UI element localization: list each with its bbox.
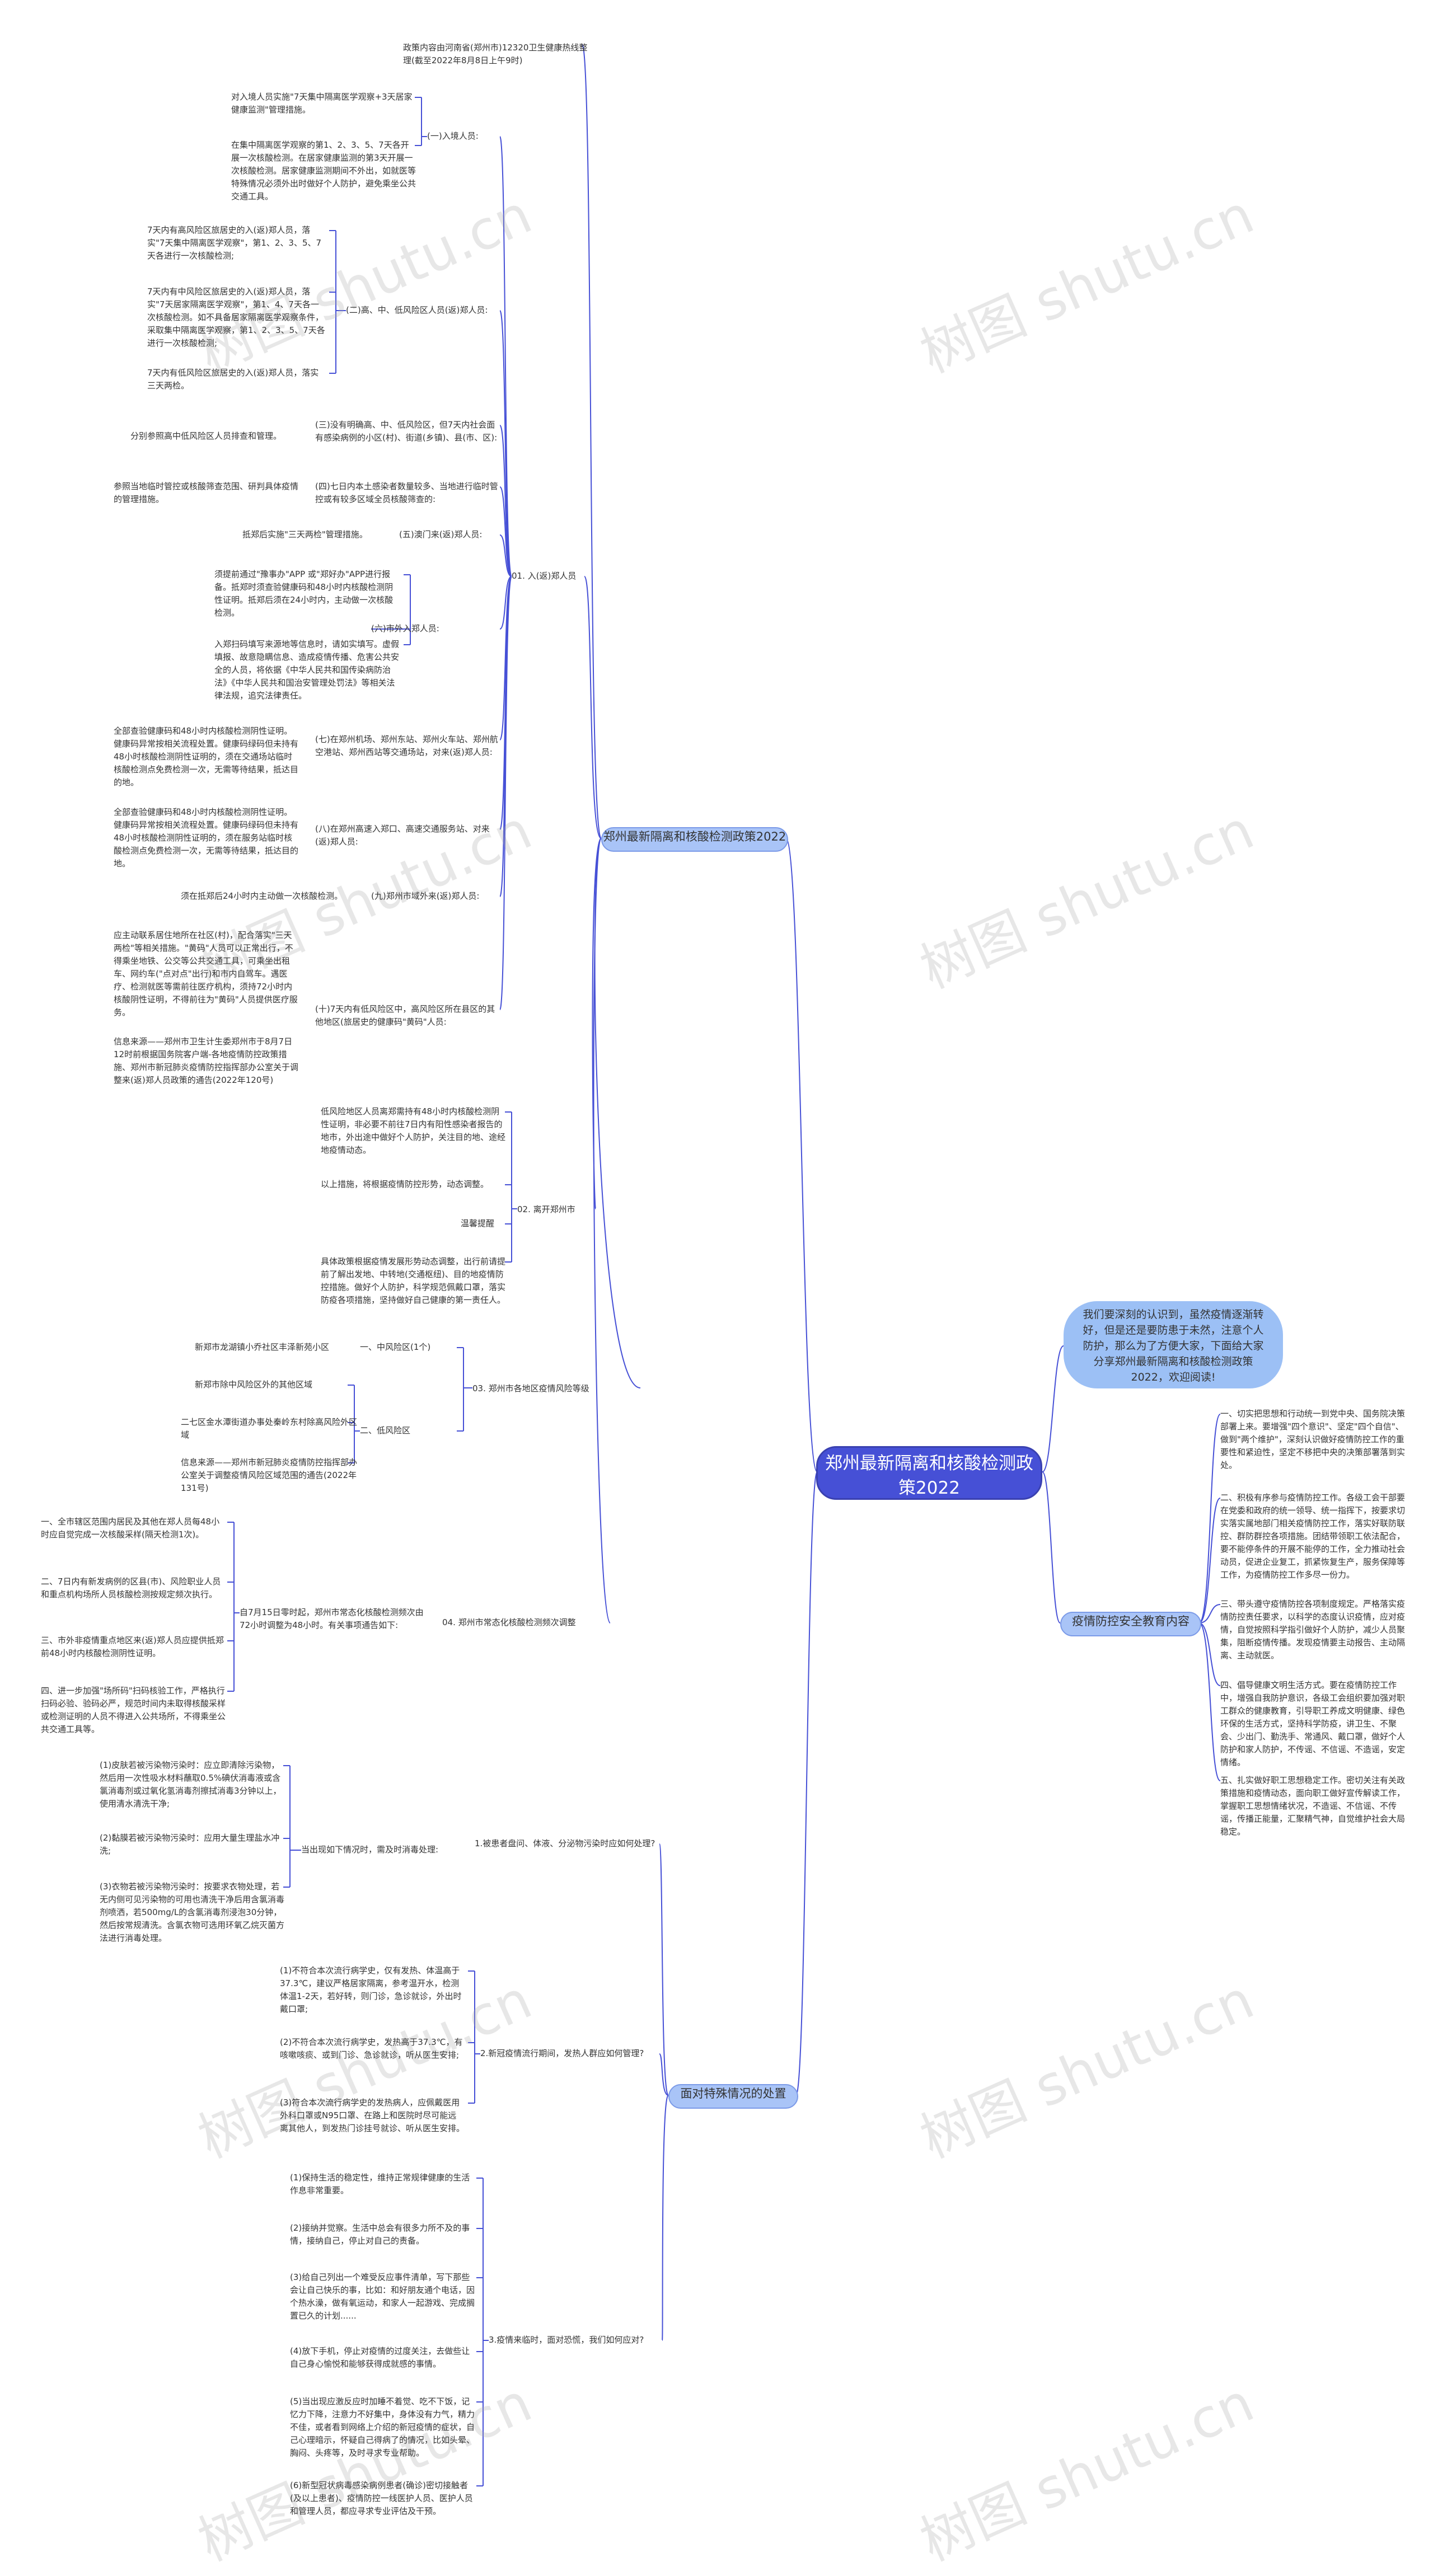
special-contamination-item: (1)皮肤若被污染物污染时：应立即清除污染物，然后用一次性吸水材料蘸取0.5%碘… bbox=[100, 1760, 282, 1809]
special-panic-item: (5)当出现应激反应时加睡不着觉、吃不下饭，记忆力下降，注意力不好集中，身体没有… bbox=[290, 2396, 475, 2458]
policy-source-note: 政策内容由河南省(郑州市)12320卫生健康热线整理(截至2022年8月8日上午… bbox=[403, 43, 588, 65]
special-panic-item: (1)保持生活的稳定性，维持正常规律健康的生活作息非常重要。 bbox=[290, 2173, 470, 2195]
connector bbox=[499, 486, 512, 577]
connector bbox=[582, 44, 602, 839]
group-risk-area-item: 7天内有高风险区旅居史的入(返)郑人员，落实"7天集中隔离医学观察"，第1、2、… bbox=[147, 225, 322, 261]
connector bbox=[659, 2053, 669, 2096]
group-stations-item: 全部查验健康码和48小时内核酸检测阴性证明。健康码异常按相关流程处置。健康码绿码… bbox=[114, 726, 299, 787]
connector bbox=[499, 310, 512, 577]
connector bbox=[1198, 1604, 1221, 1624]
section-risk-levels[interactable]: 03. 郑州市各地区疫情风险等级 bbox=[472, 1383, 589, 1393]
group-stations-label[interactable]: (七)在郑州机场、郑州东站、郑州火车站、郑州航空港站、郑州西站等交通场站，对来(… bbox=[315, 734, 498, 757]
connector bbox=[499, 576, 512, 1010]
connector bbox=[584, 576, 602, 839]
special-panic-item: (4)放下手机，停止对疫情的过度关注，去做些让自己身心愉悦和能够获得成就感的事情… bbox=[290, 2346, 470, 2369]
testing-frequency-hub[interactable]: 自7月15日零时起，郑州市常态化核酸检测频次由72小时调整为48小时。有关事项通… bbox=[240, 1607, 424, 1630]
risk-low-label[interactable]: 二、低风险区 bbox=[360, 1425, 411, 1435]
root-topic[interactable]: 郑州最新隔离和核酸检测政策2022 bbox=[816, 1446, 1042, 1500]
testing-frequency-item: 四、进一步加强"场所码"扫码核验工作，严格执行扫码必验、验码必严，规范时间内未取… bbox=[41, 1686, 226, 1734]
special-fever-item: (3)符合本次流行病学史的发热病人，应佩戴医用外科口罩或N95口罩、在路上和医院… bbox=[280, 2098, 465, 2133]
section-leaving-zhengzhou[interactable]: 02. 离开郑州市 bbox=[517, 1204, 575, 1214]
group-macau-label[interactable]: (五)澳门来(返)郑人员: bbox=[399, 529, 483, 539]
special-contamination-item: (3)衣物若被污染物污染时：按要求衣物处理，若无内侧可见污染物的可用也清洗干净后… bbox=[100, 1881, 285, 1943]
connector bbox=[1198, 1414, 1221, 1624]
leaving-reminder: 温馨提醒 bbox=[461, 1218, 495, 1228]
group-inbound-label[interactable]: (一)入境人员: bbox=[427, 131, 479, 141]
safety-item: 二、积极有序参与疫情防控工作。各级工会干部要在党委和政府的统一领导、统一指挥下，… bbox=[1220, 1493, 1406, 1580]
safety-item: 五、扎实做好职工思想稳定工作。密切关注有关政策措施和疫情动态，面向职工做好宣传解… bbox=[1220, 1775, 1406, 1837]
risk-low-item: 二七区金水潭街道办事处秦岭东村除高风险外区域 bbox=[181, 1417, 358, 1440]
connector bbox=[499, 425, 512, 577]
special-panic-item: (6)新型冠状病毒感染病例患者(确诊)密切接触者(及以上患者)、疫情防控一线医护… bbox=[290, 2480, 473, 2516]
testing-frequency-item: 二、7日内有新发病例的区县(市)、风险职业人员和重点机构场所人员核酸检测按规定频… bbox=[41, 1576, 221, 1599]
group-temp-control-item: 参照当地临时管控或核酸筛查范围、研判具体疫情的管理措施。 bbox=[114, 481, 299, 504]
connector bbox=[659, 1843, 669, 2096]
section-testing-frequency[interactable]: 04. 郑州市常态化核酸检测频次调整 bbox=[442, 1617, 576, 1627]
branch-policy-2022[interactable]: 郑州最新隔离和核酸检测政策2022 bbox=[601, 827, 788, 852]
branch-special-handling[interactable]: 面对特殊情况的处置 bbox=[668, 2084, 798, 2109]
group-inbound-item: 在集中隔离医学观察的第1、2、3、5、7天各开展一次核酸检测。在居家健康监测的第… bbox=[231, 140, 416, 201]
risk-low-item: 新郑市除中风险区外的其他区域 bbox=[195, 1380, 313, 1390]
connector bbox=[499, 576, 512, 630]
group-out-of-city-item: 须提前通过"豫事办"APP 或"郑好办"APP进行报备。抵郑时须查验健康码和48… bbox=[214, 569, 394, 618]
special-panic-title[interactable]: 3.疫情来临时，面对恐慌，我们如何应对? bbox=[489, 2335, 644, 2345]
leaving-item: 具体政策根据疫情发展形势动态调整，出行前请提前了解出发地、中转地(交通枢纽)、目… bbox=[321, 1256, 506, 1305]
connector bbox=[593, 838, 611, 1624]
connector bbox=[1198, 1498, 1221, 1624]
testing-frequency-item: 三、市外非疫情重点地区来(返)郑人员应提供抵郑前48小时内核酸检测阴性证明。 bbox=[41, 1635, 224, 1658]
group-yellow-code-source: 信息来源——郑州市卫生计生委郑州市于8月7日12时前根据国务院客户端-各地疫情防… bbox=[114, 1036, 299, 1085]
leaving-item: 以上措施，将根据疫情防控形势，动态调整。 bbox=[321, 1179, 489, 1189]
group-risk-area-item: 7天内有低风险区旅居史的入(返)郑人员，落实三天两检。 bbox=[147, 368, 319, 391]
branch-safety-education[interactable]: 疫情防控安全教育内容 bbox=[1060, 1612, 1201, 1636]
group-yellow-code-label[interactable]: (十)7天内有低风险区中，高风险区所在县区的其他地区(旅居史的健康码"黄码"人员… bbox=[315, 1004, 495, 1027]
intro-note[interactable]: 我们要深刻的认识到，虽然疫情逐渐转好，但是还是要防患于未然，注意个人防护，那么为… bbox=[1064, 1301, 1283, 1388]
special-contamination-hub[interactable]: 当出现如下情况时，需及时消毒处理: bbox=[301, 1845, 439, 1855]
connector bbox=[795, 1471, 818, 2096]
connector bbox=[594, 838, 641, 1388]
safety-item: 一、切实把思想和行动统一到党中央、国务院决策部署上来。要增强"四个意识"、坚定"… bbox=[1220, 1409, 1406, 1470]
risk-medium-label[interactable]: 一、中风险区(1个) bbox=[360, 1342, 431, 1352]
leaving-item: 低风险地区人员离郑需持有48小时内核酸检测阴性证明，非必要不前往7日内有阳性感染… bbox=[321, 1106, 506, 1155]
group-community-item: 分别参照高中低风险区人员排查和管理。 bbox=[130, 431, 282, 441]
special-contamination-item: (2)黏膜若被污染物污染时：应用大量生理盐水冲洗; bbox=[100, 1833, 280, 1856]
group-risk-area-label[interactable]: (二)高、中、低风险区人员(返)郑人员: bbox=[346, 305, 488, 315]
safety-item: 三、带头遵守疫情防控各项制度规定。严格落实疫情防控责任要求，以科学的态度认识疫情… bbox=[1220, 1599, 1406, 1660]
group-macau-item: 抵郑后实施"三天两检"管理措施。 bbox=[242, 529, 368, 539]
group-yellow-code-item: 应主动联系居住地所在社区(村)，配合落实"三天两检"等相关措施。"黄码"人员可以… bbox=[114, 930, 298, 1017]
special-fever-item: (2)不符合本次流行病学史，发热高于37.3℃，有咳嗽咳痰、或到门诊、急诊就诊，… bbox=[280, 2037, 463, 2060]
group-outside-city-label[interactable]: (九)郑州市域外来(返)郑人员: bbox=[371, 891, 480, 901]
connector bbox=[785, 838, 818, 1472]
connector bbox=[499, 534, 512, 577]
connector bbox=[662, 2095, 669, 2341]
risk-medium-item: 新郑市龙湖镇小乔社区丰泽新苑小区 bbox=[195, 1342, 330, 1352]
connector bbox=[1042, 1471, 1061, 1624]
group-outside-city-item: 须在抵郑后24小时内主动做一次核酸检测。 bbox=[181, 891, 343, 901]
safety-item: 四、倡导健康文明生活方式。要在疫情防控工作中，增强自我防护意识，各级工会组织要加… bbox=[1220, 1680, 1406, 1767]
special-contamination-title[interactable]: 1.被患者盘问、体液、分泌物污染时应如何处理? bbox=[475, 1838, 655, 1848]
group-temp-control-label[interactable]: (四)七日内本土感染者数量较多、当地进行临时管控或有较多区域全员核酸筛查的: bbox=[315, 481, 498, 504]
group-inbound-item: 对入境人员实施"7天集中隔离医学观察+3天居家健康监测"管理措施。 bbox=[231, 92, 413, 115]
connector bbox=[499, 136, 512, 577]
group-highway-item: 全部查验健康码和48小时内核酸检测阴性证明。健康码异常按相关流程处置。健康码绿码… bbox=[114, 807, 299, 869]
group-out-of-city-label[interactable]: (六)市外入郑人员: bbox=[371, 623, 439, 634]
special-panic-item: (3)给自己列出一个难受反应事件清单，写下那些会让自己快乐的事，比如：和好朋友通… bbox=[290, 2272, 475, 2321]
risk-low-source: 信息来源——郑州市新冠肺炎疫情防控指挥部办公室关于调整疫情风险区域范围的通告(2… bbox=[181, 1457, 358, 1493]
connector bbox=[1198, 1622, 1221, 1781]
group-community-label[interactable]: (三)没有明确高、中、低风险区，但7天内社会面有感染病例的小区(村)、街道(乡镇… bbox=[315, 420, 498, 443]
special-panic-item: (2)接纳并觉察。生活中总会有很多力所不及的事情，接纳自己，停止对自己的责备。 bbox=[290, 2223, 470, 2246]
connector bbox=[1042, 1345, 1064, 1472]
special-fever-item: (1)不符合本次流行病学史，仅有发热、体温高于37.3℃，建议严格居家隔离，参考… bbox=[280, 1965, 462, 2014]
group-risk-area-item: 7天内有中风险区旅居史的入(返)郑人员，落实"7天居家隔离医学观察"，第1、4、… bbox=[147, 287, 325, 348]
group-out-of-city-item: 入郑扫码填写来源地等信息时，请如实填写。虚假填报、故意隐瞒信息、造成疫情传播、危… bbox=[214, 639, 400, 701]
group-highway-label[interactable]: (八)在郑州高速入郑口、高速交通服务站、对来(返)郑人员: bbox=[315, 824, 490, 847]
testing-frequency-item: 一、全市辖区范围内居民及其他在郑人员每48小时应自觉完成一次核酸采样(隔天检测1… bbox=[41, 1517, 220, 1540]
section-entering-zhengzhou[interactable]: 01. 入(返)郑人员 bbox=[512, 571, 577, 581]
connector bbox=[1198, 1622, 1221, 1686]
special-fever-title[interactable]: 2.新冠疫情流行期间，发热人群应如何管理? bbox=[480, 2048, 644, 2058]
